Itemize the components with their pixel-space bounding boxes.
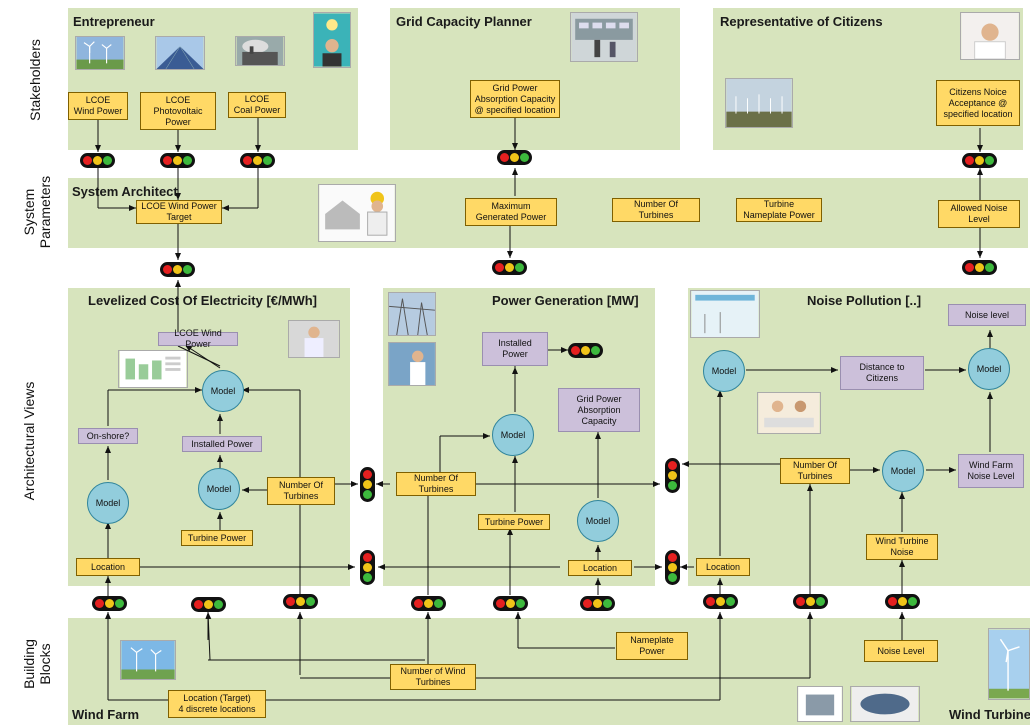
traffic-light-icon: [411, 596, 446, 611]
lcoe-location[interactable]: Location: [76, 558, 140, 576]
onshore-box[interactable]: On-shore?: [78, 428, 138, 444]
traffic-light-icon: [665, 550, 680, 585]
traffic-light-icon: [962, 153, 997, 168]
control-room-photo: [570, 12, 638, 62]
lcoe-num-turbines[interactable]: Number Of Turbines: [267, 477, 335, 505]
noise-screen-photo: [690, 290, 760, 338]
panel-title-lcoe-view: Levelized Cost Of Electricity [€/MWh]: [88, 293, 317, 308]
nameplate-power-block[interactable]: Nameplate Power: [616, 632, 688, 660]
installed-power-box[interactable]: Installed Power: [182, 436, 262, 452]
noise-model-right[interactable]: Model: [968, 348, 1010, 390]
grid-absorption-stakeholder[interactable]: Grid Power Absorption Capacity @ specifi…: [470, 80, 560, 118]
traffic-light-icon: [160, 262, 195, 277]
traffic-light-icon: [703, 594, 738, 609]
farm-noise-level-box[interactable]: Wind Farm Noise Level: [958, 454, 1024, 488]
meeting-photo: [757, 392, 821, 434]
traffic-light-icon: [240, 153, 275, 168]
wind-farm-photo: [120, 640, 176, 680]
distance-citizens-box[interactable]: Distance to Citizens: [840, 356, 924, 390]
lcoe-model-top[interactable]: Model: [202, 370, 244, 412]
panel-title-noise-view: Noise Pollution [..]: [807, 293, 922, 308]
panel-title-grid-planner: Grid Capacity Planner: [396, 14, 532, 29]
traffic-light-icon: [493, 596, 528, 611]
grid-absorption-box[interactable]: Grid Power Absorption Capacity: [558, 388, 640, 432]
max-power-param[interactable]: Maximum Generated Power: [465, 198, 557, 226]
installed-power-model[interactable]: Model: [198, 468, 240, 510]
noise-level-output[interactable]: Noise level: [948, 304, 1026, 326]
panel-title-entrepreneur: Entrepreneur: [73, 14, 155, 29]
architect-photo: [318, 184, 396, 242]
lcoe-wind-output[interactable]: LCOE Wind Power: [158, 328, 238, 349]
bulb-person-photo: [313, 12, 351, 68]
worker-photo: [388, 342, 436, 386]
traffic-light-icon: [283, 594, 318, 609]
noise-model-middle[interactable]: Model: [882, 450, 924, 492]
coal-plant-photo: [235, 36, 285, 66]
noise-model-left[interactable]: Model: [703, 350, 745, 392]
wind-turbine-photo: [988, 628, 1030, 700]
annoyed-woman-photo: [960, 12, 1020, 60]
traffic-light-icon: [160, 153, 195, 168]
panel-title-power-view: Power Generation [MW]: [492, 293, 639, 308]
traffic-light-icon: [360, 550, 375, 585]
solar-panels-photo: [155, 36, 205, 70]
noise-level-param[interactable]: Allowed Noise Level: [938, 200, 1020, 228]
wind-turbines-photo: [75, 36, 125, 70]
traffic-light-icon: [885, 594, 920, 609]
num-wind-turbines-block[interactable]: Number of Wind Turbines: [390, 664, 476, 690]
traffic-light-icon: [92, 596, 127, 611]
lcoe-turbine-power[interactable]: Turbine Power: [181, 530, 253, 546]
traffic-light-icon: [962, 260, 997, 275]
noise-level-block[interactable]: Noise Level: [864, 640, 938, 662]
traffic-light-icon: [568, 343, 603, 358]
onshore-model[interactable]: Model: [87, 482, 129, 524]
panel-title-citizens: Representative of Citizens: [720, 14, 883, 29]
power-turbine-power[interactable]: Turbine Power: [478, 514, 550, 530]
wind-field-photo: [725, 78, 793, 128]
traffic-light-icon: [497, 150, 532, 165]
lcoe-coal-stakeholder[interactable]: LCOE Coal Power: [228, 92, 286, 118]
noise-location[interactable]: Location: [696, 558, 750, 576]
num-turbines-param[interactable]: Number Of Turbines: [612, 198, 700, 222]
power-num-turbines[interactable]: Number Of Turbines: [396, 472, 476, 496]
lcoe-chart-photo: [118, 350, 188, 388]
traffic-light-icon: [665, 458, 680, 493]
lcoe-target-param[interactable]: LCOE Wind Power Target: [136, 200, 222, 224]
citizens-noise-stakeholder[interactable]: Citizens Noice Acceptance @ specified lo…: [936, 80, 1020, 126]
power-model-bottom[interactable]: Model: [577, 500, 619, 542]
traffic-light-icon: [492, 260, 527, 275]
lcoe-pv-stakeholder[interactable]: LCOE Photovoltaic Power: [140, 92, 216, 130]
traffic-light-icon: [580, 596, 615, 611]
noise-num-turbines[interactable]: Number Of Turbines: [780, 458, 850, 484]
installed-power-output[interactable]: Installed Power: [482, 332, 548, 366]
power-location[interactable]: Location: [568, 560, 632, 576]
panel-title-wind-turbine: Wind Turbine: [949, 707, 1030, 722]
power-model-top[interactable]: Model: [492, 414, 534, 456]
nameplate-param[interactable]: Turbine Nameplate Power: [736, 198, 822, 222]
lcoe-wind-stakeholder[interactable]: LCOE Wind Power: [68, 92, 128, 120]
traffic-light-icon: [360, 467, 375, 502]
engineer-photo: [288, 320, 340, 358]
turbine-noise-box[interactable]: Wind Turbine Noise: [866, 534, 938, 560]
traffic-light-icon: [80, 153, 115, 168]
traffic-light-icon: [191, 597, 226, 612]
gearbox-photo: [850, 686, 920, 722]
generator-photo: [797, 686, 843, 722]
power-lines-photo: [388, 292, 436, 336]
panel-title-wind-farm: Wind Farm: [72, 707, 140, 722]
traffic-light-icon: [793, 594, 828, 609]
location-target-block[interactable]: Location (Target) 4 discrete locations: [168, 690, 266, 718]
